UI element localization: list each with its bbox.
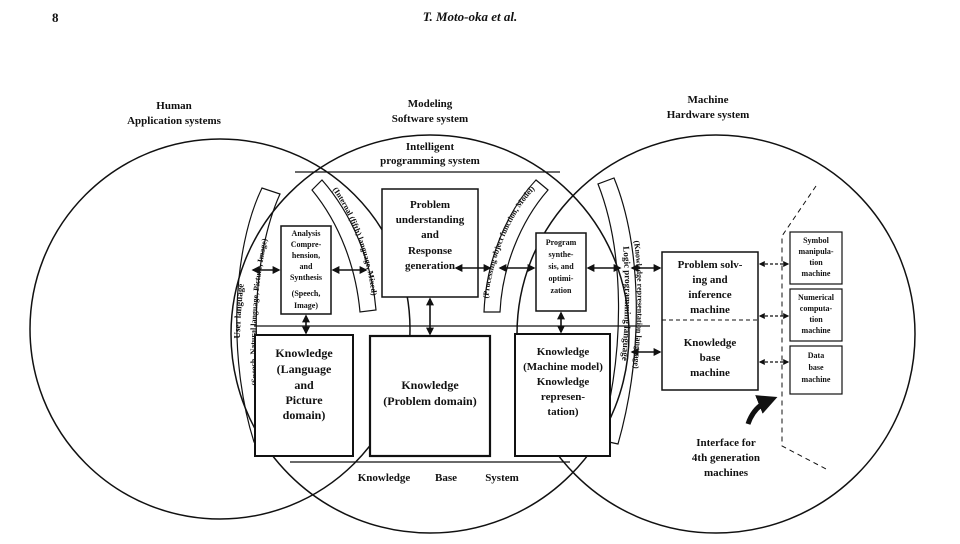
symbol-machine-box bbox=[789, 231, 843, 285]
svg-text:Compre-: Compre- bbox=[291, 240, 322, 249]
logic-programming-label: Logic programming language bbox=[620, 246, 633, 361]
svg-text:Response: Response bbox=[408, 245, 452, 257]
svg-text:Image): Image) bbox=[294, 301, 318, 310]
interface-boundary bbox=[781, 185, 829, 471]
program-synthesis-box bbox=[535, 232, 587, 312]
svg-text:represen-: represen- bbox=[541, 391, 586, 403]
svg-text:sis, and: sis, and bbox=[548, 262, 574, 271]
kbs-word-1: Knowledge bbox=[358, 472, 411, 484]
svg-text:understanding: understanding bbox=[396, 214, 465, 226]
svg-text:(Problem domain): (Problem domain) bbox=[383, 394, 476, 408]
svg-text:and: and bbox=[294, 378, 314, 392]
section-machine-line1: Machine bbox=[688, 94, 729, 106]
problem-understanding-box bbox=[381, 188, 479, 298]
section-modeling-line1: Modeling bbox=[408, 98, 453, 110]
program-synthesis-text: Program synthe- sis, and optimi- zation bbox=[546, 238, 577, 295]
section-title-modeling: Modeling Software system bbox=[392, 98, 468, 125]
symbol-machine-text: Symbol manipula- tion machine bbox=[798, 236, 833, 278]
knowledge-problem-text: Knowledge (Problem domain) bbox=[383, 378, 476, 408]
knowledge-machine-box bbox=[514, 333, 611, 457]
kbs-word-2: Base bbox=[435, 472, 457, 484]
svg-text:machine: machine bbox=[802, 269, 831, 278]
svg-text:zation: zation bbox=[551, 286, 572, 295]
section-human-line1: Human bbox=[156, 100, 191, 112]
logic-programming-band bbox=[597, 177, 637, 445]
database-machine-box bbox=[789, 345, 843, 395]
section-title-human: Human Application systems bbox=[127, 100, 222, 127]
section-title-machine: Machine Hardware system bbox=[667, 94, 750, 121]
svg-text:domain): domain) bbox=[283, 408, 326, 422]
svg-text:ing and: ing and bbox=[692, 274, 727, 286]
svg-text:tation): tation) bbox=[547, 406, 579, 418]
svg-text:Analysis: Analysis bbox=[292, 229, 321, 238]
svg-text:(Speech,: (Speech, bbox=[292, 289, 321, 298]
analysis-box bbox=[280, 225, 332, 315]
knowledge-base-machine-text: Knowledge base machine bbox=[684, 337, 737, 379]
intelligent-programming-line2: programming system bbox=[380, 155, 480, 167]
internal-language-right-label: (Processing object function, Model) bbox=[481, 184, 536, 299]
analysis-text: Analysis Compre- hension, and Synthesis … bbox=[290, 229, 322, 310]
svg-text:Program: Program bbox=[546, 238, 577, 247]
svg-text:Numerical: Numerical bbox=[798, 293, 835, 302]
svg-text:tion: tion bbox=[809, 315, 823, 324]
svg-text:manipula-: manipula- bbox=[798, 247, 833, 256]
human-circle bbox=[29, 138, 411, 520]
svg-text:Problem solv-: Problem solv- bbox=[678, 259, 743, 271]
svg-text:(Machine model): (Machine model) bbox=[523, 361, 603, 373]
svg-text:optimi-: optimi- bbox=[549, 274, 574, 283]
svg-text:(Language: (Language bbox=[277, 362, 332, 376]
modeling-circle bbox=[230, 134, 630, 534]
svg-text:Knowledge: Knowledge bbox=[275, 346, 333, 360]
inference-machine-box bbox=[661, 251, 759, 391]
svg-text:Problem: Problem bbox=[410, 199, 450, 211]
interface-arrow bbox=[745, 395, 778, 425]
page-number: 8 bbox=[52, 10, 59, 25]
svg-text:computa-: computa- bbox=[800, 304, 833, 313]
svg-text:and: and bbox=[421, 229, 439, 241]
section-modeling-line2: Software system bbox=[392, 113, 468, 125]
knowledge-language-box bbox=[254, 334, 354, 457]
interface-label: Interface for 4th generation machines bbox=[692, 437, 760, 479]
svg-text:Knowledge: Knowledge bbox=[401, 378, 459, 392]
problem-solving-text: Problem solv- ing and inference machine bbox=[678, 259, 743, 316]
svg-text:4th generation: 4th generation bbox=[692, 452, 760, 464]
svg-text:Knowledge: Knowledge bbox=[684, 337, 737, 349]
numerical-machine-text: Numerical computa- tion machine bbox=[798, 293, 835, 335]
section-machine-line2: Hardware system bbox=[667, 109, 750, 121]
knowledge-problem-box bbox=[368, 334, 492, 458]
svg-text:hension,: hension, bbox=[292, 251, 320, 260]
kbs-word-3: System bbox=[485, 472, 519, 484]
intelligent-programming-line1: Intelligent bbox=[406, 141, 455, 153]
running-header: T. Moto-oka et al. bbox=[423, 9, 518, 24]
svg-text:generation: generation bbox=[405, 260, 455, 272]
knowledge-machine-text: Knowledge (Machine model) Knowledge repr… bbox=[523, 346, 603, 418]
svg-text:Synthesis: Synthesis bbox=[290, 273, 322, 282]
svg-text:and: and bbox=[300, 262, 313, 271]
svg-text:Knowledge: Knowledge bbox=[537, 346, 590, 358]
numerical-machine-box bbox=[789, 288, 843, 342]
section-human-line2: Application systems bbox=[127, 115, 222, 127]
svg-text:Picture: Picture bbox=[285, 393, 323, 407]
problem-understanding-text: Problem understanding and Response gener… bbox=[396, 199, 465, 272]
svg-text:base: base bbox=[700, 352, 721, 364]
user-language-label: User language bbox=[232, 283, 246, 339]
svg-text:base: base bbox=[808, 363, 824, 372]
svg-text:machine: machine bbox=[802, 326, 831, 335]
svg-text:synthe-: synthe- bbox=[549, 250, 574, 259]
svg-text:machine: machine bbox=[690, 304, 730, 316]
svg-text:Knowledge: Knowledge bbox=[537, 376, 590, 388]
database-machine-text: Data base machine bbox=[802, 351, 831, 384]
svg-text:machine: machine bbox=[802, 375, 831, 384]
internal-language-band-left bbox=[311, 179, 377, 313]
knowledge-language-text: Knowledge (Language and Picture domain) bbox=[275, 346, 333, 422]
svg-text:machines: machines bbox=[704, 467, 749, 479]
svg-text:Data: Data bbox=[808, 351, 824, 360]
svg-text:Symbol: Symbol bbox=[803, 236, 830, 245]
svg-text:tion: tion bbox=[809, 258, 823, 267]
svg-text:machine: machine bbox=[690, 367, 730, 379]
svg-text:Interface for: Interface for bbox=[696, 437, 756, 449]
svg-text:inference: inference bbox=[688, 289, 731, 301]
